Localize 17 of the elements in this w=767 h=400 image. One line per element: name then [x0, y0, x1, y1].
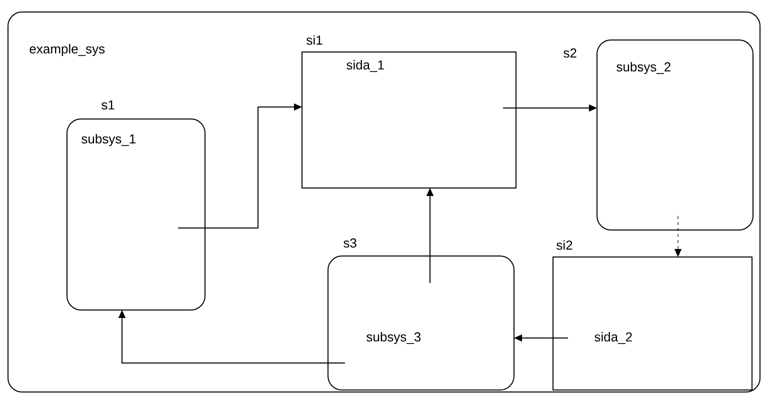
subsystem-box: [562, 40, 754, 230]
block-tag: s1: [100, 99, 116, 111]
block-name: sida_1: [345, 59, 386, 73]
system-frame: [8, 12, 760, 392]
block-tag: s3: [342, 237, 358, 249]
block-tag: si1: [305, 34, 324, 46]
block-tag: s2: [562, 47, 578, 59]
subsystem-box: [66, 99, 206, 310]
block-name: example_sys: [28, 42, 106, 58]
block-name: subsys_1: [80, 132, 138, 148]
subsystem-box: [328, 237, 514, 390]
block-name: sida_2: [593, 331, 634, 345]
interface-box: [552, 239, 752, 390]
block-tag: si2: [555, 239, 574, 251]
block-name: subsys_2: [615, 60, 672, 76]
interface-box: [302, 34, 516, 188]
block-name: subsys_3: [365, 330, 422, 346]
